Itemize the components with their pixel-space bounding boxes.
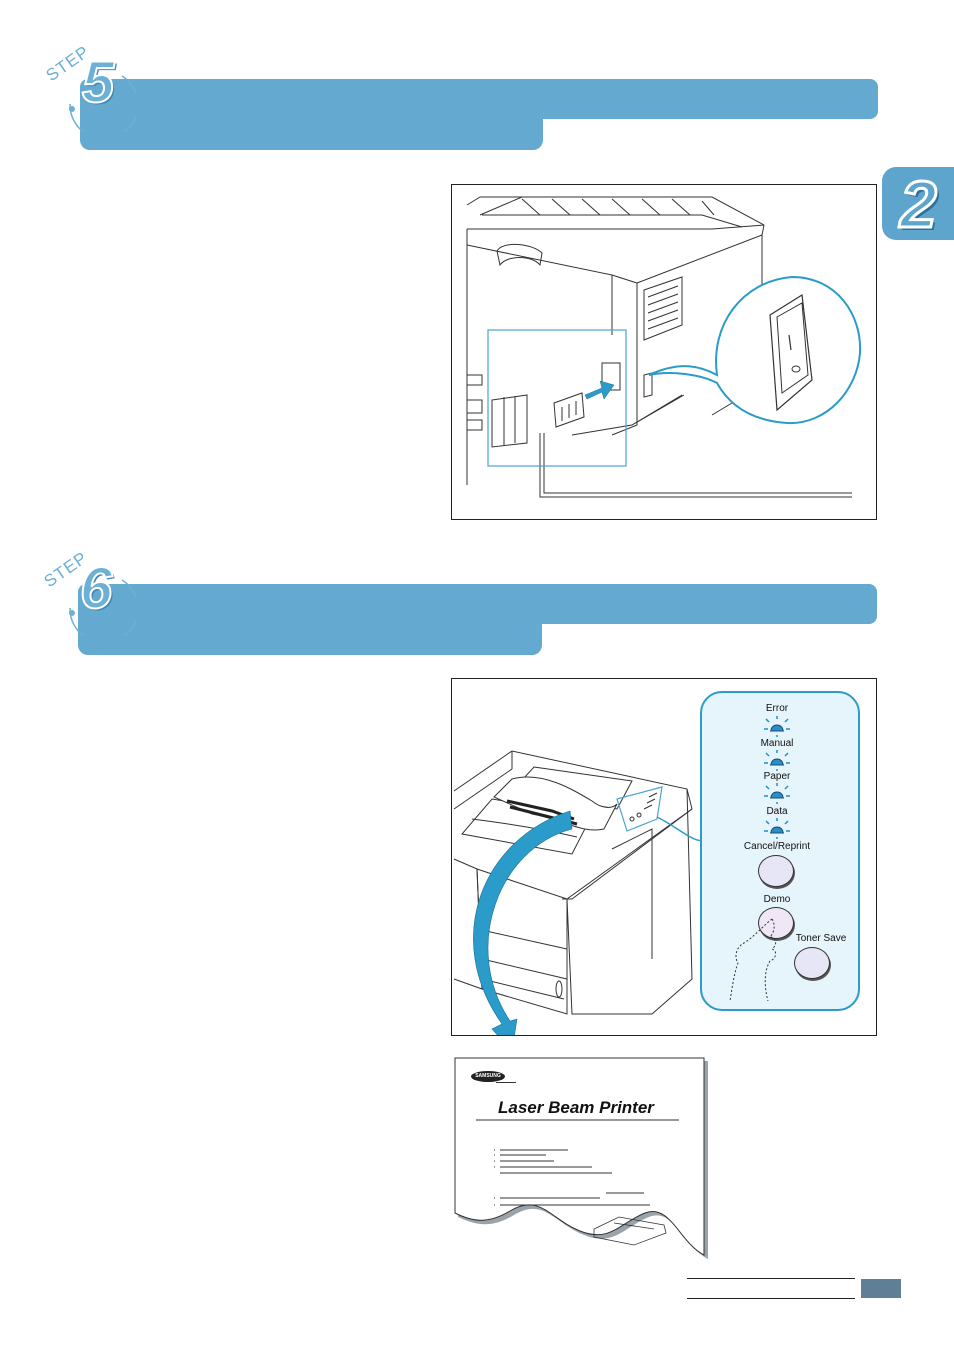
data-led-icon bbox=[764, 818, 790, 839]
demo-print-figure: Error Manual Paper Data Cancel/Reprint D… bbox=[451, 678, 877, 1036]
pressing-hand-icon bbox=[729, 918, 777, 1002]
button-label-toner-save: Toner Save bbox=[795, 933, 847, 944]
step6-badge: STEP 6 bbox=[41, 548, 136, 636]
footer-rule-bottom bbox=[687, 1298, 855, 1299]
step5-badge-arc bbox=[69, 75, 136, 132]
step5-header-bar-lower bbox=[80, 112, 543, 150]
led-label-error: Error bbox=[765, 703, 789, 714]
button-label-demo: Demo bbox=[763, 894, 791, 905]
footer-rule-top bbox=[687, 1278, 855, 1279]
power-socket-highlight bbox=[487, 329, 627, 467]
step6-badge-arc bbox=[69, 579, 136, 636]
samsung-logo-text: SAMSUNG bbox=[475, 1073, 501, 1079]
demo-page-title: Laser Beam Printer bbox=[498, 1098, 654, 1117]
power-switch-icon bbox=[769, 293, 813, 412]
led-label-data: Data bbox=[766, 806, 788, 817]
toner-save-button[interactable] bbox=[794, 947, 830, 979]
step6-number: 6 bbox=[79, 556, 113, 621]
printer-rear-illustration bbox=[466, 196, 862, 498]
cancel-reprint-button[interactable] bbox=[758, 855, 794, 887]
step6-header-bar-lower bbox=[78, 617, 542, 655]
plug-in-arrow bbox=[584, 380, 615, 400]
page-number-block bbox=[861, 1279, 901, 1298]
error-led-icon bbox=[764, 716, 790, 737]
led-label-manual: Manual bbox=[760, 738, 794, 749]
demo-page: SAMSUNG Laser Beam Printer bbox=[454, 1057, 708, 1259]
demo-button[interactable] bbox=[758, 907, 794, 939]
chapter-number: 2 bbox=[899, 167, 939, 241]
printer-front-illustration bbox=[453, 750, 713, 1035]
step5-badge: STEP 5 bbox=[43, 42, 136, 132]
switch-callout bbox=[648, 275, 862, 425]
button-label-cancel-reprint: Cancel/Reprint bbox=[743, 841, 811, 852]
paper-led-icon bbox=[764, 783, 790, 804]
samsung-logo: SAMSUNG bbox=[471, 1071, 505, 1082]
output-arrow bbox=[473, 810, 573, 1035]
samsung-logo-underline bbox=[496, 1082, 516, 1083]
control-panel: Error Manual Paper Data Cancel/Reprint D… bbox=[700, 691, 860, 1011]
power-cord-plug bbox=[539, 392, 852, 498]
led-label-paper: Paper bbox=[763, 771, 791, 782]
chapter-tab[interactable]: 2 bbox=[882, 167, 954, 240]
demo-page-sheet bbox=[454, 1057, 708, 1259]
manual-led-icon bbox=[764, 750, 790, 771]
step5-number: 5 bbox=[81, 50, 115, 115]
power-switch-figure bbox=[451, 184, 877, 520]
